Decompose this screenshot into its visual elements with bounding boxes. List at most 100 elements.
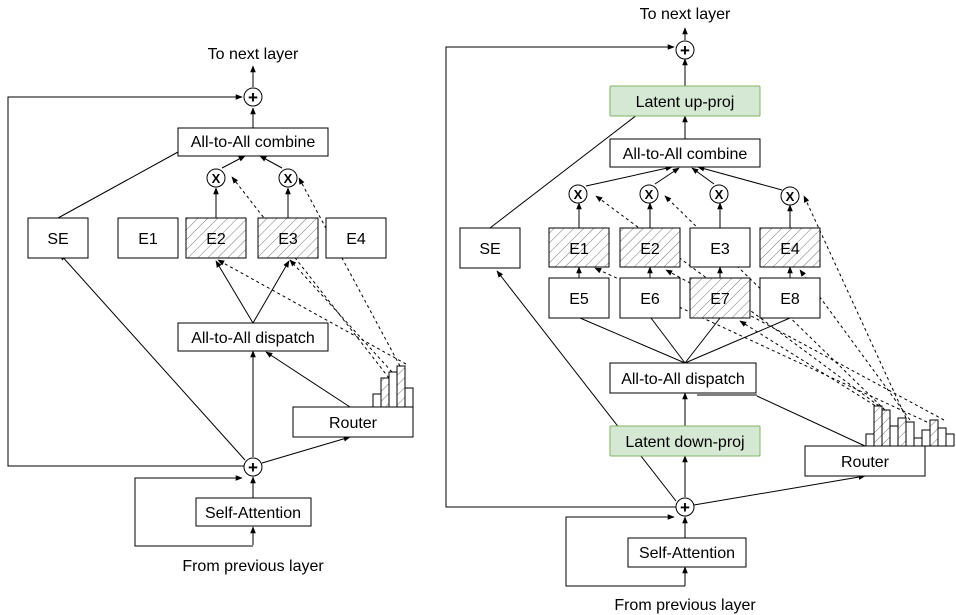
left-expert-e3 — [257, 217, 319, 259]
right-arrow-plus-to-router — [693, 474, 866, 506]
right-plus-top-icon — [675, 40, 695, 60]
left-arrow-mul2-to-combine — [259, 155, 283, 169]
left-expert-e4 — [325, 217, 387, 259]
left-expert-e1-label: E1 — [138, 231, 158, 248]
right-residual-outer — [445, 44, 676, 508]
right-to-next-layer: To next layer — [640, 6, 731, 23]
right-plus-bottom-symbol: + — [680, 498, 690, 517]
right-line-dispatch-e7 — [684, 317, 721, 364]
left-expert-e4-label: E4 — [346, 231, 366, 248]
right-multiply-icon-4 — [780, 186, 800, 206]
right-expert-e8-label: E8 — [780, 291, 800, 308]
right-expert-e2-label: E2 — [640, 241, 660, 258]
left-plus-top-icon — [243, 87, 263, 107]
left-multiply-icon-1 — [206, 168, 226, 188]
right-multiply-symbol-3: X — [715, 187, 724, 202]
right-expert-e6 — [619, 277, 681, 319]
left-router-histogram — [372, 365, 414, 408]
left-se-box — [27, 217, 89, 259]
right-multiply-symbol-4: X — [786, 189, 795, 204]
right-multiply-symbol-2: X — [645, 187, 654, 202]
right-arrow-mul3-to-combine — [691, 167, 715, 185]
right-self-attention-box — [627, 537, 747, 568]
right-expert-e5-label: E5 — [569, 291, 589, 308]
right-latent-up-box — [609, 85, 761, 117]
right-arrow-plus-to-se — [496, 270, 677, 502]
right-expert-e1 — [548, 227, 610, 268]
right-residual-attention — [565, 514, 685, 587]
right-line-dispatch-e8 — [684, 317, 791, 364]
right-multiply-icon-3 — [709, 184, 729, 204]
right-line-router-to-dispatch — [756, 395, 866, 447]
right-combine-box — [609, 138, 761, 168]
left-plus-top-symbol: + — [248, 88, 258, 107]
left-dispatch-box — [177, 322, 329, 352]
right-expert-e1-label: E1 — [569, 241, 589, 258]
right-expert-e4 — [759, 227, 821, 268]
right-expert-e7 — [689, 277, 751, 319]
right-latent-down-box — [609, 425, 761, 457]
right-router-label: Router — [841, 454, 890, 471]
right-dispatch-label: All-to-All dispatch — [621, 371, 745, 388]
right-arrow-mul1-to-combine — [585, 165, 673, 187]
left-expert-e2 — [185, 217, 247, 259]
left-combine-box — [177, 127, 329, 157]
left-diagram: All-to-All combine SE E1 E2 E3 E4 All-to… — [7, 46, 414, 575]
right-expert-e6-label: E6 — [640, 291, 660, 308]
left-arrow-router-to-dispatch — [265, 351, 351, 408]
left-plus-bottom-symbol: + — [248, 458, 258, 477]
right-router-histogram — [865, 405, 955, 447]
right-expert-e7-label: E7 — [710, 291, 730, 308]
right-diagram: Latent up-proj All-to-All combine SE E1 … — [445, 6, 955, 614]
left-combine-label: All-to-All combine — [191, 134, 316, 151]
left-arrow-dispatch-to-e2 — [215, 260, 254, 324]
left-residual-attention — [134, 475, 253, 547]
left-self-attention-box — [195, 497, 312, 527]
left-expert-e3-label: E3 — [278, 231, 298, 248]
left-to-next-layer: To next layer — [208, 46, 299, 63]
left-line-se-to-combine — [57, 151, 179, 219]
right-latent-down-label: Latent down-proj — [625, 434, 744, 451]
right-gate-line-5 — [799, 269, 911, 421]
right-arrow-mul2-to-combine — [654, 167, 680, 185]
right-multiply-icon-2 — [639, 184, 659, 204]
right-dispatch-box — [609, 362, 757, 394]
left-dispatch-label: All-to-All dispatch — [191, 330, 315, 347]
left-arrow-plus-to-se — [59, 253, 246, 461]
right-multiply-symbol-1: X — [574, 187, 583, 202]
left-gate-line-1 — [231, 176, 390, 379]
left-arrow-mul1-to-combine — [221, 155, 246, 169]
right-multiply-icon-1 — [568, 184, 588, 204]
right-expert-e4-label: E4 — [780, 241, 800, 258]
right-latent-up-label: Latent up-proj — [636, 94, 735, 111]
right-gate-line-7 — [665, 269, 945, 421]
right-se-label: SE — [479, 241, 500, 258]
right-expert-e3-label: E3 — [710, 241, 730, 258]
right-from-previous-layer: From previous layer — [614, 597, 756, 614]
right-plus-top-symbol: + — [680, 41, 690, 60]
right-se-box — [459, 227, 521, 269]
right-plus-bottom-icon — [675, 497, 695, 517]
left-from-previous-layer: From previous layer — [182, 558, 324, 575]
left-multiply-icon-2 — [278, 168, 298, 188]
left-plus-bottom-icon — [243, 457, 263, 477]
right-expert-e5 — [548, 277, 610, 319]
left-multiply-symbol-1: X — [212, 171, 221, 186]
left-se-label: SE — [47, 231, 68, 248]
right-expert-e8 — [759, 277, 821, 319]
left-self-attention-label: Self-Attention — [205, 505, 301, 522]
right-self-attention-label: Self-Attention — [639, 545, 735, 562]
left-router-box — [292, 406, 414, 438]
left-multiply-symbol-2: X — [284, 171, 293, 186]
left-gate-line-2 — [289, 259, 393, 373]
left-router-label: Router — [329, 415, 378, 432]
left-expert-e2-label: E2 — [206, 231, 226, 248]
left-arrow-dispatch-to-e3 — [252, 260, 290, 324]
right-gate-line-6 — [594, 267, 928, 423]
left-residual-outer — [7, 94, 244, 467]
right-arrow-mul4-to-combine — [697, 165, 783, 191]
right-combine-label: All-to-All combine — [623, 146, 748, 163]
right-expert-e2 — [619, 227, 681, 268]
